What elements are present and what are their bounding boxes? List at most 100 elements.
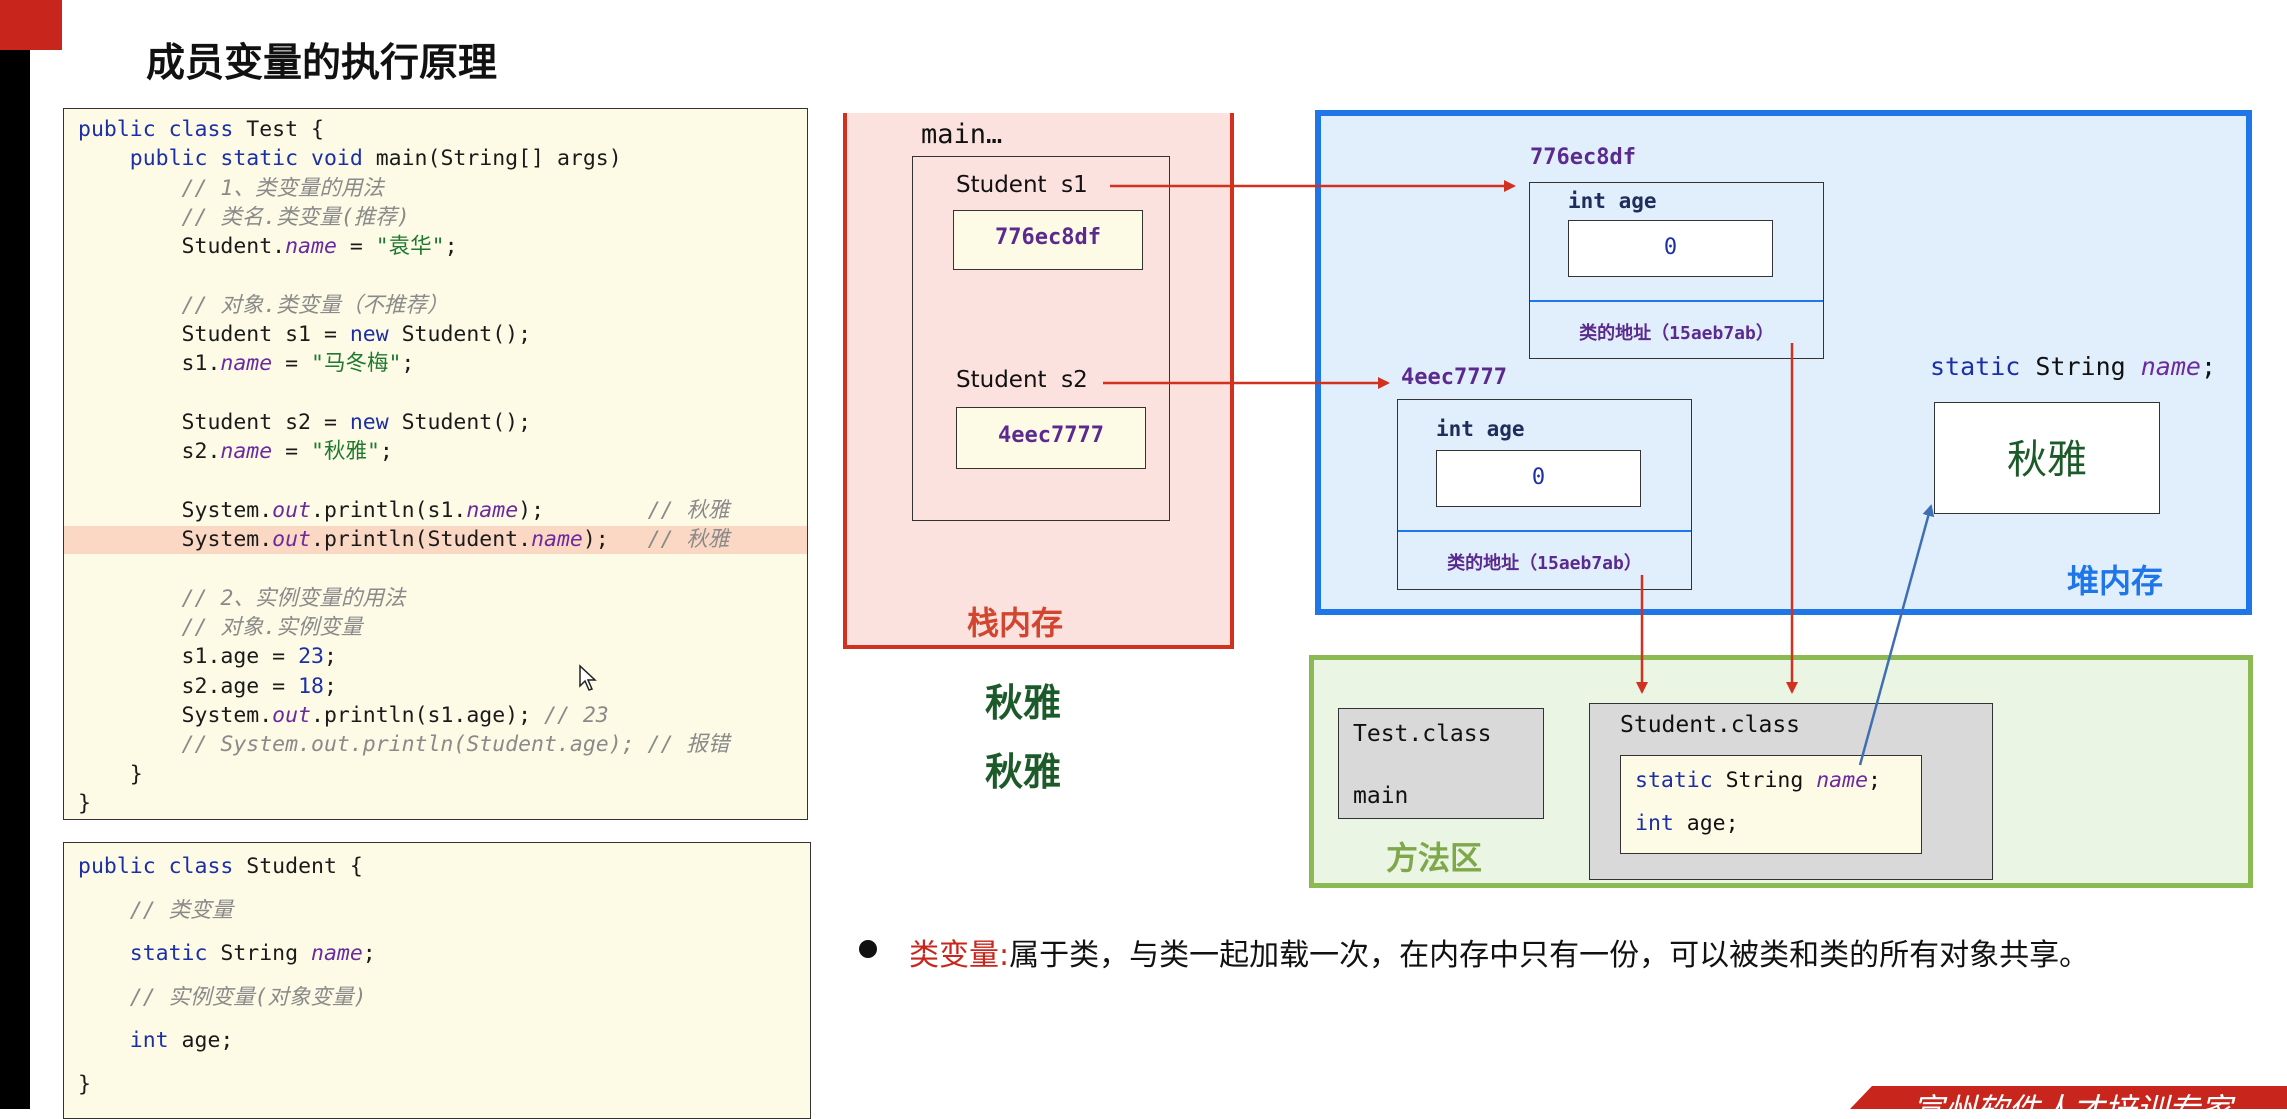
object2-divider xyxy=(1398,530,1691,532)
student-field-age: int age; xyxy=(1635,811,1739,836)
object1: int age 0 类的地址（15aeb7ab） xyxy=(1529,182,1824,359)
code-token: s1.age = xyxy=(78,644,299,670)
code-line: // 类名.类变量(推荐) xyxy=(64,204,807,232)
code-token: .println(s1. xyxy=(311,497,467,523)
heap-memory-panel: 776ec8df int age 0 类的地址（15aeb7ab） 4eec77… xyxy=(1315,110,2252,615)
code-token: name xyxy=(220,439,273,465)
code-line: s2.name = "秋雅"; xyxy=(64,438,807,466)
code-token: String xyxy=(207,941,312,966)
object2: int age 0 类的地址（15aeb7ab） xyxy=(1397,399,1692,590)
code-token: ; xyxy=(362,941,376,966)
note-term: 类变量: xyxy=(909,938,1010,973)
object2-class-ref: 类的地址（15aeb7ab） xyxy=(1447,553,1642,574)
code-token: s1. xyxy=(78,351,221,377)
code-token: // 对象.类变量（不推荐） xyxy=(78,292,449,318)
code-token: = xyxy=(272,439,312,465)
footer-banner-text: 宣州软件人才培训专家 xyxy=(1912,1087,2287,1109)
code-line: } xyxy=(64,1071,810,1099)
code-line: public class Student { xyxy=(64,853,810,881)
code-block-student: public class Student { // 类变量 static Str… xyxy=(63,842,811,1119)
note-text: 类变量:属于类，与类一起加载一次，在内存中只有一份，可以被类和类的所有对象共享。 xyxy=(909,930,2089,974)
method-area-panel: Test.class main Student.class static Str… xyxy=(1309,655,2253,888)
code-token: // 1、类变量的用法 xyxy=(78,175,384,201)
code-token: "马冬梅" xyxy=(311,351,402,377)
code-token: 23 xyxy=(298,644,324,670)
object1-value-box: 0 xyxy=(1568,220,1773,277)
code-line: static String name; xyxy=(64,940,810,968)
code-token: out xyxy=(272,497,312,523)
code-token: = xyxy=(336,234,376,260)
code-token: } xyxy=(78,790,91,816)
code-token: // 23 xyxy=(544,703,609,728)
code-token: // 2、实例变量的用法 xyxy=(78,585,406,611)
object2-field: int age xyxy=(1436,417,1525,441)
code-token: System. xyxy=(78,497,273,523)
stack-frame-label: main… xyxy=(921,119,1003,150)
code-token: name xyxy=(285,234,337,260)
stack-panel-label: 栈内存 xyxy=(967,604,1064,642)
code-line: s1.age = 23; xyxy=(64,643,807,671)
field1-keyword: static xyxy=(1635,768,1713,793)
student-field-static-name: static String name; xyxy=(1635,768,1881,793)
code-token: ; xyxy=(401,351,415,377)
code-token: out xyxy=(272,703,312,728)
code-token: name xyxy=(531,527,583,553)
student-class-fields: static String name; int age; xyxy=(1620,755,1922,854)
code-token: Student s1 = xyxy=(78,322,350,348)
static-type: String xyxy=(2020,352,2141,381)
var-s2-value-box: 4eec7777 xyxy=(956,407,1146,469)
console-output-1: 秋雅 xyxy=(985,681,1062,725)
var-s2-value: 4eec7777 xyxy=(998,423,1104,448)
static-name-value: 秋雅 xyxy=(2007,437,2087,483)
code-token: s2.age = xyxy=(78,673,299,699)
var-s2-label: Student s2 xyxy=(956,367,1088,393)
code-token: name xyxy=(466,497,519,523)
test-class-box: Test.class main xyxy=(1338,708,1544,819)
object1-field: int age xyxy=(1568,189,1657,213)
code-token: .println(Student. xyxy=(311,527,532,553)
object1-value: 0 xyxy=(1663,235,1678,260)
stack-memory-panel: main… Student s1 776ec8df Student s2 4ee… xyxy=(843,113,1234,649)
code-token: "袁华" xyxy=(375,234,445,260)
heap-panel-label: 堆内存 xyxy=(2067,562,2164,600)
code-block-test: public class Test { public static void m… xyxy=(63,108,808,820)
code-token: ; xyxy=(323,673,337,699)
code-token: ; xyxy=(444,234,458,260)
test-class-name: Test.class xyxy=(1353,721,1492,747)
code-line: System.out.println(Student.name); // 秋雅 xyxy=(64,526,807,555)
test-class-main: main xyxy=(1353,783,1409,809)
code-token: name xyxy=(220,351,273,377)
code-line: // 类变量 xyxy=(64,897,810,925)
code-line: public class Test { xyxy=(64,116,807,144)
code-line: System.out.println(s1.name); // 秋雅 xyxy=(64,497,807,525)
code-token: Student(); xyxy=(388,410,532,435)
code-token: int xyxy=(78,1028,169,1053)
field2-keyword: int xyxy=(1635,811,1674,836)
code-token: // 对象.实例变量 xyxy=(78,615,363,641)
code-token: new xyxy=(349,322,389,348)
code-token: out xyxy=(272,527,312,553)
code-token: // 类变量 xyxy=(78,897,234,923)
code-token: Student s2 = xyxy=(78,410,350,435)
code-line: Student.name = "袁华"; xyxy=(64,233,807,261)
code-token: .println(s1.age); xyxy=(311,703,545,728)
footer-banner xyxy=(1850,1086,2287,1109)
code-line: // System.out.println(Student.age); // 报… xyxy=(64,731,807,759)
console-output-2: 秋雅 xyxy=(985,750,1062,794)
page-title: 成员变量的执行原理 xyxy=(146,41,498,86)
code-token: // 秋雅 xyxy=(647,497,730,523)
code-token: ; xyxy=(323,644,337,670)
code-token: } xyxy=(78,761,143,787)
var-s1-value-box: 776ec8df xyxy=(953,210,1143,270)
code-token: = xyxy=(272,351,312,377)
static-name-declaration: static String name; xyxy=(1930,352,2216,381)
mouse-cursor-icon xyxy=(579,664,597,691)
slide-corner-marker xyxy=(0,0,62,50)
code-line: int age; xyxy=(64,1027,810,1055)
field1-end: ; xyxy=(1868,768,1881,793)
object2-value: 0 xyxy=(1531,465,1546,490)
var-s1-value: 776ec8df xyxy=(995,225,1101,250)
arrow-static-field-to-heap xyxy=(1858,504,1935,766)
code-token: s2. xyxy=(78,439,221,465)
object2-value-box: 0 xyxy=(1436,450,1641,507)
